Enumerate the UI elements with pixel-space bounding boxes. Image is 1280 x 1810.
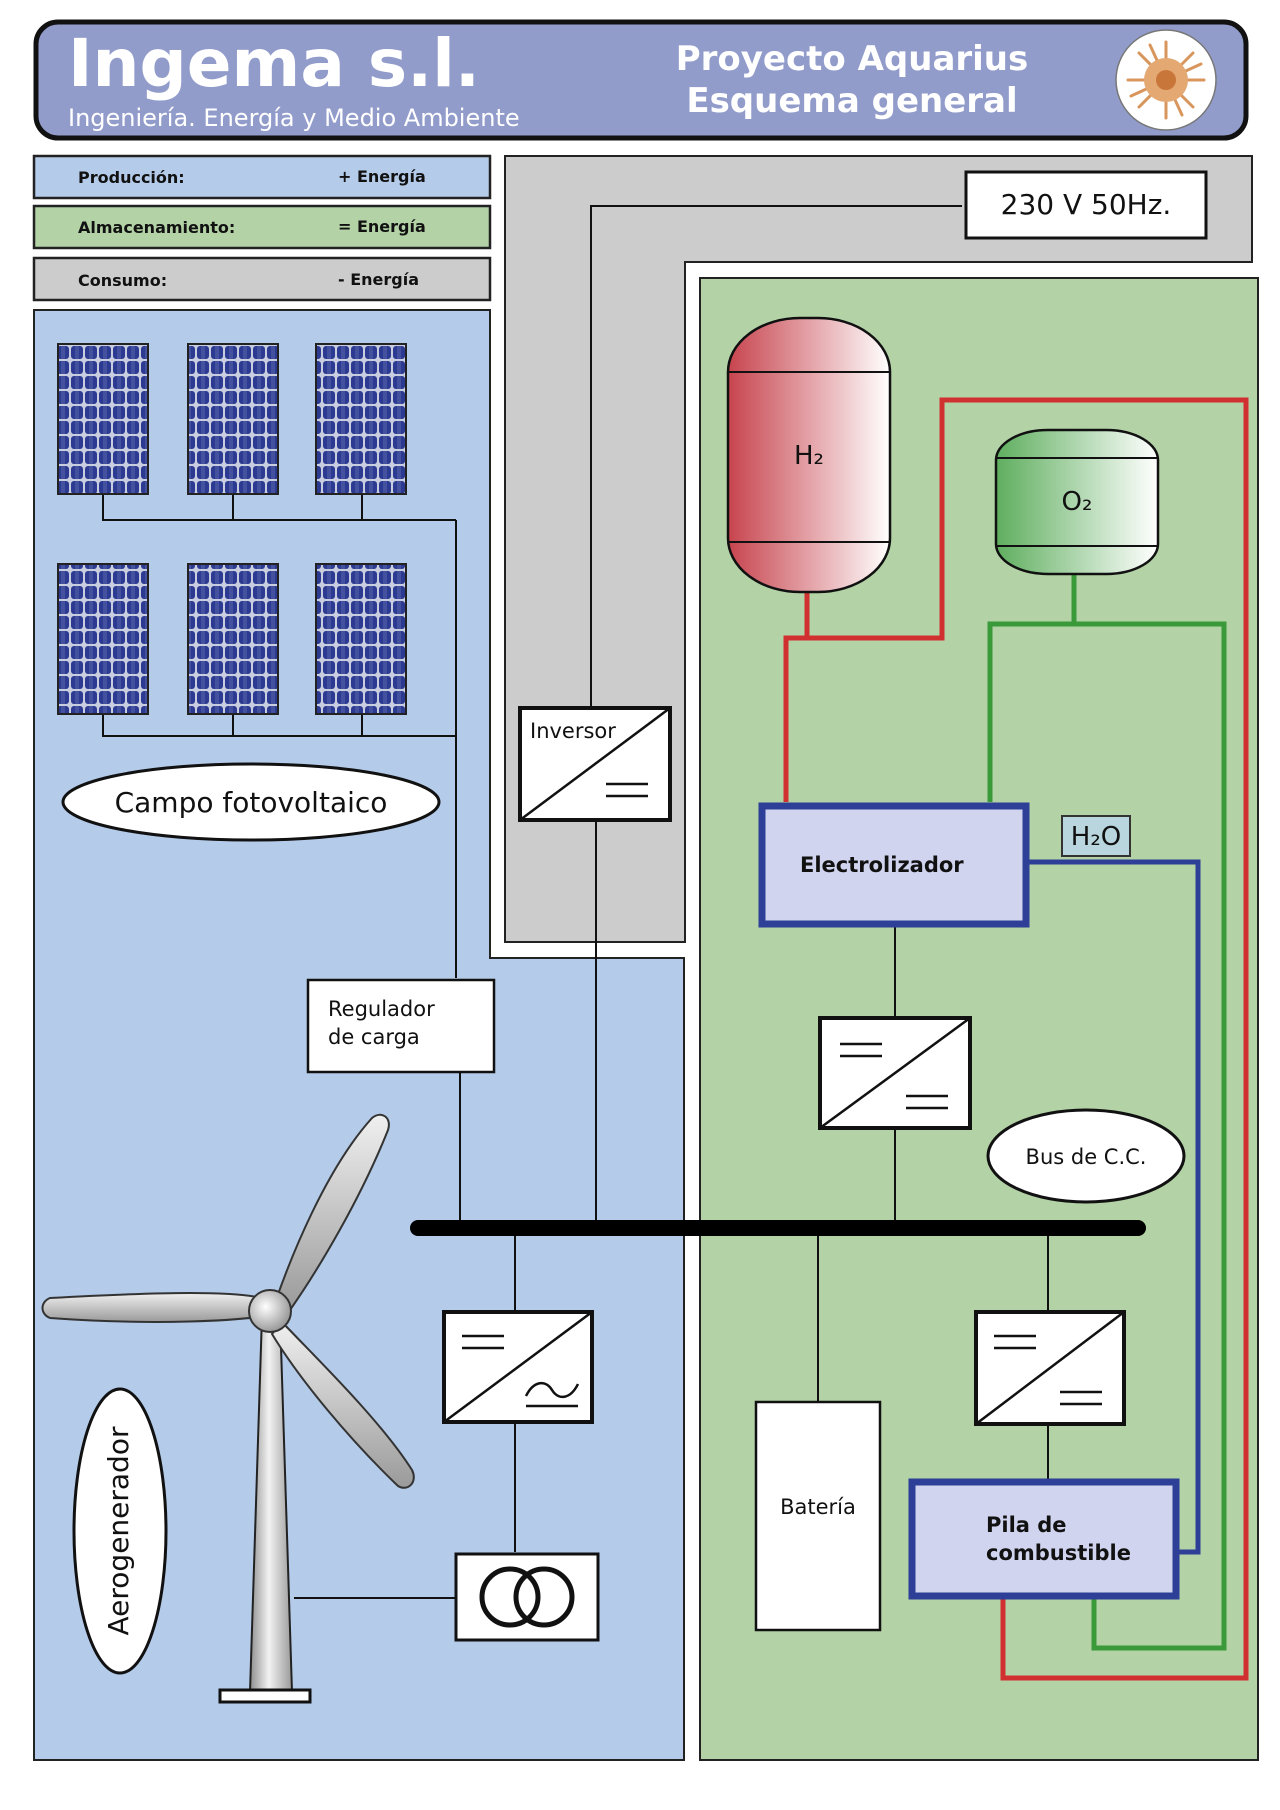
legend-production: Producción: + Energía	[32, 154, 492, 200]
h2-tank: H₂	[726, 316, 892, 594]
legend-storage-value: = Energía	[338, 217, 426, 236]
dc-dc-converter-electrolyzer	[818, 1016, 972, 1130]
wind-turbine-label: Aerogenerador	[72, 1387, 168, 1675]
charge-regulator: Regulador de carga	[306, 978, 496, 1074]
pv-field-label: Campo fotovoltaico	[61, 762, 441, 842]
o2-tank: O₂	[994, 428, 1160, 576]
turbine-hub	[248, 1289, 292, 1333]
electrolyzer-label: Electrolizador	[800, 853, 964, 877]
battery: Batería	[754, 1400, 882, 1632]
wind-turbine	[41, 1113, 415, 1704]
pv-panel	[57, 563, 149, 715]
fuel-cell-label-2: combustible	[986, 1541, 1131, 1565]
dc-dc-converter-fuel-cell	[974, 1310, 1126, 1426]
water-line	[1024, 859, 1201, 1555]
battery-label: Batería	[780, 1495, 856, 1519]
legend-production-value: + Energía	[338, 167, 426, 186]
legend-storage-label: Almacenamiento:	[78, 218, 235, 237]
grid-label: 230 V 50Hz.	[1001, 188, 1172, 221]
charge-regulator-label-1: Regulador	[328, 997, 435, 1021]
electrical-wiring	[102, 205, 1049, 1599]
wind-turbine-text: Aerogenerador	[102, 1426, 135, 1635]
project-title: Proyecto Aquarius	[676, 39, 1029, 79]
hydrogen-line	[783, 397, 1249, 1681]
fuel-cell-label-1: Pila de	[986, 1513, 1067, 1537]
dc-bus-text: Bus de C.C.	[1026, 1145, 1147, 1169]
o2-tank-label: O₂	[1062, 487, 1093, 517]
pv-panel	[315, 563, 407, 715]
pv-panel	[315, 343, 407, 495]
oxygen-line	[987, 574, 1227, 1651]
header-box	[33, 19, 1249, 141]
legend: Producción: + Energía Almacenamiento: = …	[32, 154, 492, 302]
inverter: Inversor	[518, 706, 672, 822]
h2-tank-label: H₂	[794, 441, 824, 471]
dc-bus-label: Bus de C.C.	[986, 1108, 1186, 1204]
company-name: Ingema s.l.	[68, 25, 480, 102]
pv-panel	[57, 343, 149, 495]
legend-consumption-value: - Energía	[338, 270, 419, 289]
company-logo	[1115, 29, 1217, 131]
water-label-text: H₂O	[1071, 822, 1121, 852]
legend-storage: Almacenamiento: = Energía	[32, 204, 492, 250]
grid-connection: 230 V 50Hz.	[964, 170, 1208, 240]
charge-regulator-label-2: de carga	[328, 1025, 420, 1049]
electrolyzer: Electrolizador	[758, 802, 1030, 928]
grid-label-box	[964, 170, 1208, 240]
legend-consumption: Consumo: - Energía	[32, 256, 492, 302]
company-tagline: Ingeniería. Energía y Medio Ambiente	[68, 104, 520, 132]
transformer	[454, 1552, 600, 1642]
header: Ingema s.l. Ingeniería. Energía y Medio …	[33, 19, 1249, 141]
legend-production-label: Producción:	[78, 168, 185, 187]
pv-panel	[187, 563, 279, 715]
pv-panels	[57, 343, 407, 715]
water-label: H₂O	[1061, 815, 1131, 857]
pv-panel	[187, 343, 279, 495]
pv-field-text: Campo fotovoltaico	[115, 786, 388, 819]
dc-ac-converter	[442, 1310, 594, 1424]
fuel-cell: Pila de combustible	[908, 1478, 1180, 1600]
project-subtitle: Esquema general	[686, 81, 1017, 121]
legend-consumption-label: Consumo:	[78, 271, 167, 290]
inverter-label: Inversor	[530, 719, 616, 743]
